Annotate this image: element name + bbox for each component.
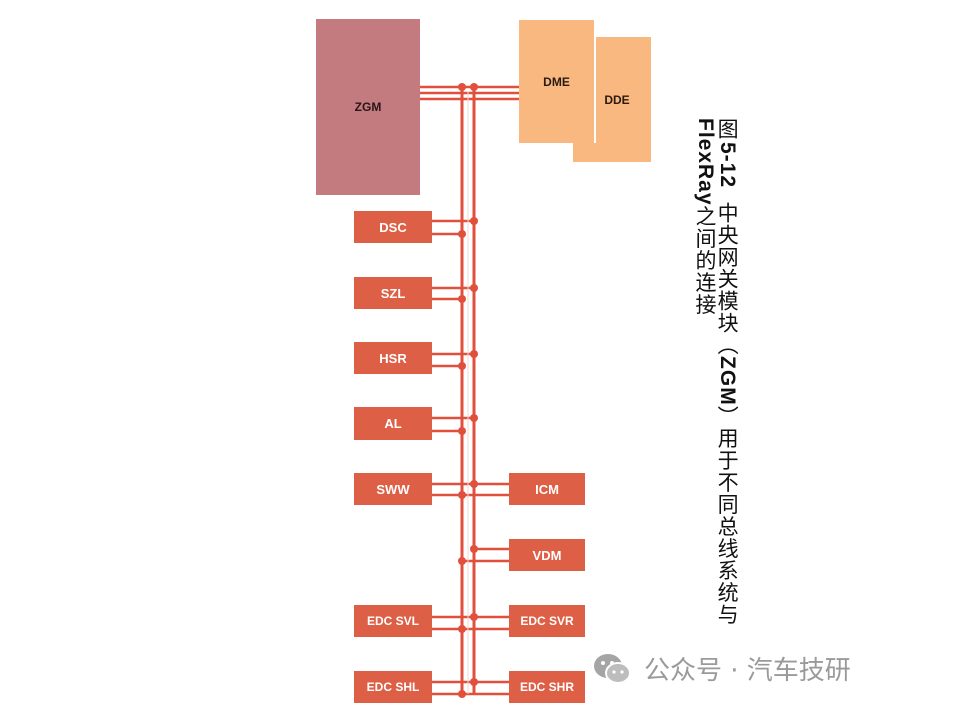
caption-fig-label: 图	[715, 118, 740, 140]
junction-dot	[458, 690, 466, 698]
junction-dot	[458, 625, 466, 633]
watermark: 公众号 · 汽车技研	[592, 650, 851, 687]
junction-dot	[470, 350, 478, 358]
node-edc-shr: EDC SHR	[509, 671, 585, 703]
node-edc-shl-label: EDC SHL	[366, 680, 420, 694]
caption-zgm: ZGM	[716, 356, 740, 406]
node-vdm: VDM	[509, 539, 585, 571]
node-edc-svl-label: EDC SVL	[366, 614, 419, 628]
node-dme-label: DME	[543, 74, 570, 89]
watermark-text: 公众号 · 汽车技研	[644, 656, 851, 686]
junction-dot	[470, 545, 478, 553]
junction-dot	[470, 480, 478, 488]
junction-dot	[470, 284, 478, 292]
node-dsc: DSC	[354, 211, 432, 243]
node-icm-label: ICM	[535, 481, 559, 497]
caption-flexray: FlexRay	[694, 118, 718, 206]
figure-caption: 图5-12 中央网关模块（ZGM）用于不同总线系统与 FlexRay之间的连接	[693, 118, 740, 698]
node-dme: DME	[519, 20, 594, 143]
node-sww-label: SWW	[376, 481, 410, 497]
junction-dot	[458, 295, 466, 303]
node-edc-svr-label: EDC SVR	[520, 614, 574, 628]
junction-dot	[458, 427, 466, 435]
junction-dot	[458, 83, 466, 91]
node-szl-label: SZL	[380, 285, 406, 301]
node-vdm-label: VDM	[532, 547, 562, 563]
node-al-label: AL	[384, 416, 402, 431]
node-edc-svr: EDC SVR	[509, 605, 585, 637]
wechat-icon	[594, 653, 631, 684]
node-dde-label: DDE	[604, 92, 630, 107]
node-al: AL	[354, 407, 432, 440]
junction-dot	[458, 557, 466, 565]
node-hsr: HSR	[354, 342, 432, 374]
node-sww: SWW	[354, 473, 432, 505]
bus-junctions	[458, 83, 478, 698]
junction-dot	[470, 613, 478, 621]
node-zgm-label: ZGM	[354, 100, 382, 114]
node-edc-shl: EDC SHL	[354, 671, 432, 703]
junction-dot	[470, 414, 478, 422]
junction-dot	[470, 217, 478, 225]
node-edc-svl: EDC SVL	[354, 605, 432, 637]
junction-dot	[458, 491, 466, 499]
caption-text-b: ）用于不同总线系统与	[715, 405, 740, 626]
node-zgm: ZGM	[316, 19, 420, 195]
node-icm: ICM	[509, 473, 585, 505]
node-szl: SZL	[354, 277, 432, 309]
junction-dot	[458, 230, 466, 238]
caption-text-c: 之间的连接	[693, 205, 718, 316]
bus-lines	[420, 85, 520, 696]
node-hsr-label: HSR	[379, 350, 407, 366]
caption-fig-number: 5-12	[716, 142, 740, 189]
junction-dot	[470, 83, 478, 91]
caption-text-a: 中央网关模块（	[715, 202, 740, 357]
node-edc-shr-label: EDC SHR	[519, 680, 574, 694]
node-dsc-label: DSC	[379, 219, 407, 235]
junction-dot	[470, 678, 478, 686]
junction-dot	[458, 362, 466, 370]
